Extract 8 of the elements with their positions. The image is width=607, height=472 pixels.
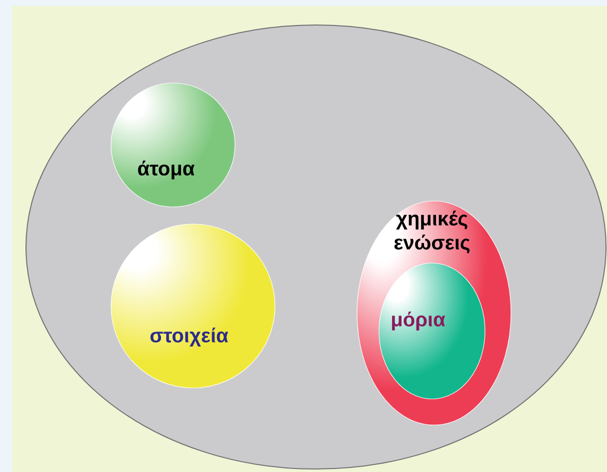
circle-shape <box>110 224 276 388</box>
circle-shape <box>110 82 236 208</box>
node-label: μόρια <box>392 312 446 330</box>
node-label: χημικές ενώσεις <box>394 210 470 254</box>
node-label: άτομα <box>138 160 195 180</box>
node-label: στοιχεία <box>150 328 228 346</box>
ellipse-shape <box>378 262 486 400</box>
ellipse-shape <box>356 200 512 426</box>
